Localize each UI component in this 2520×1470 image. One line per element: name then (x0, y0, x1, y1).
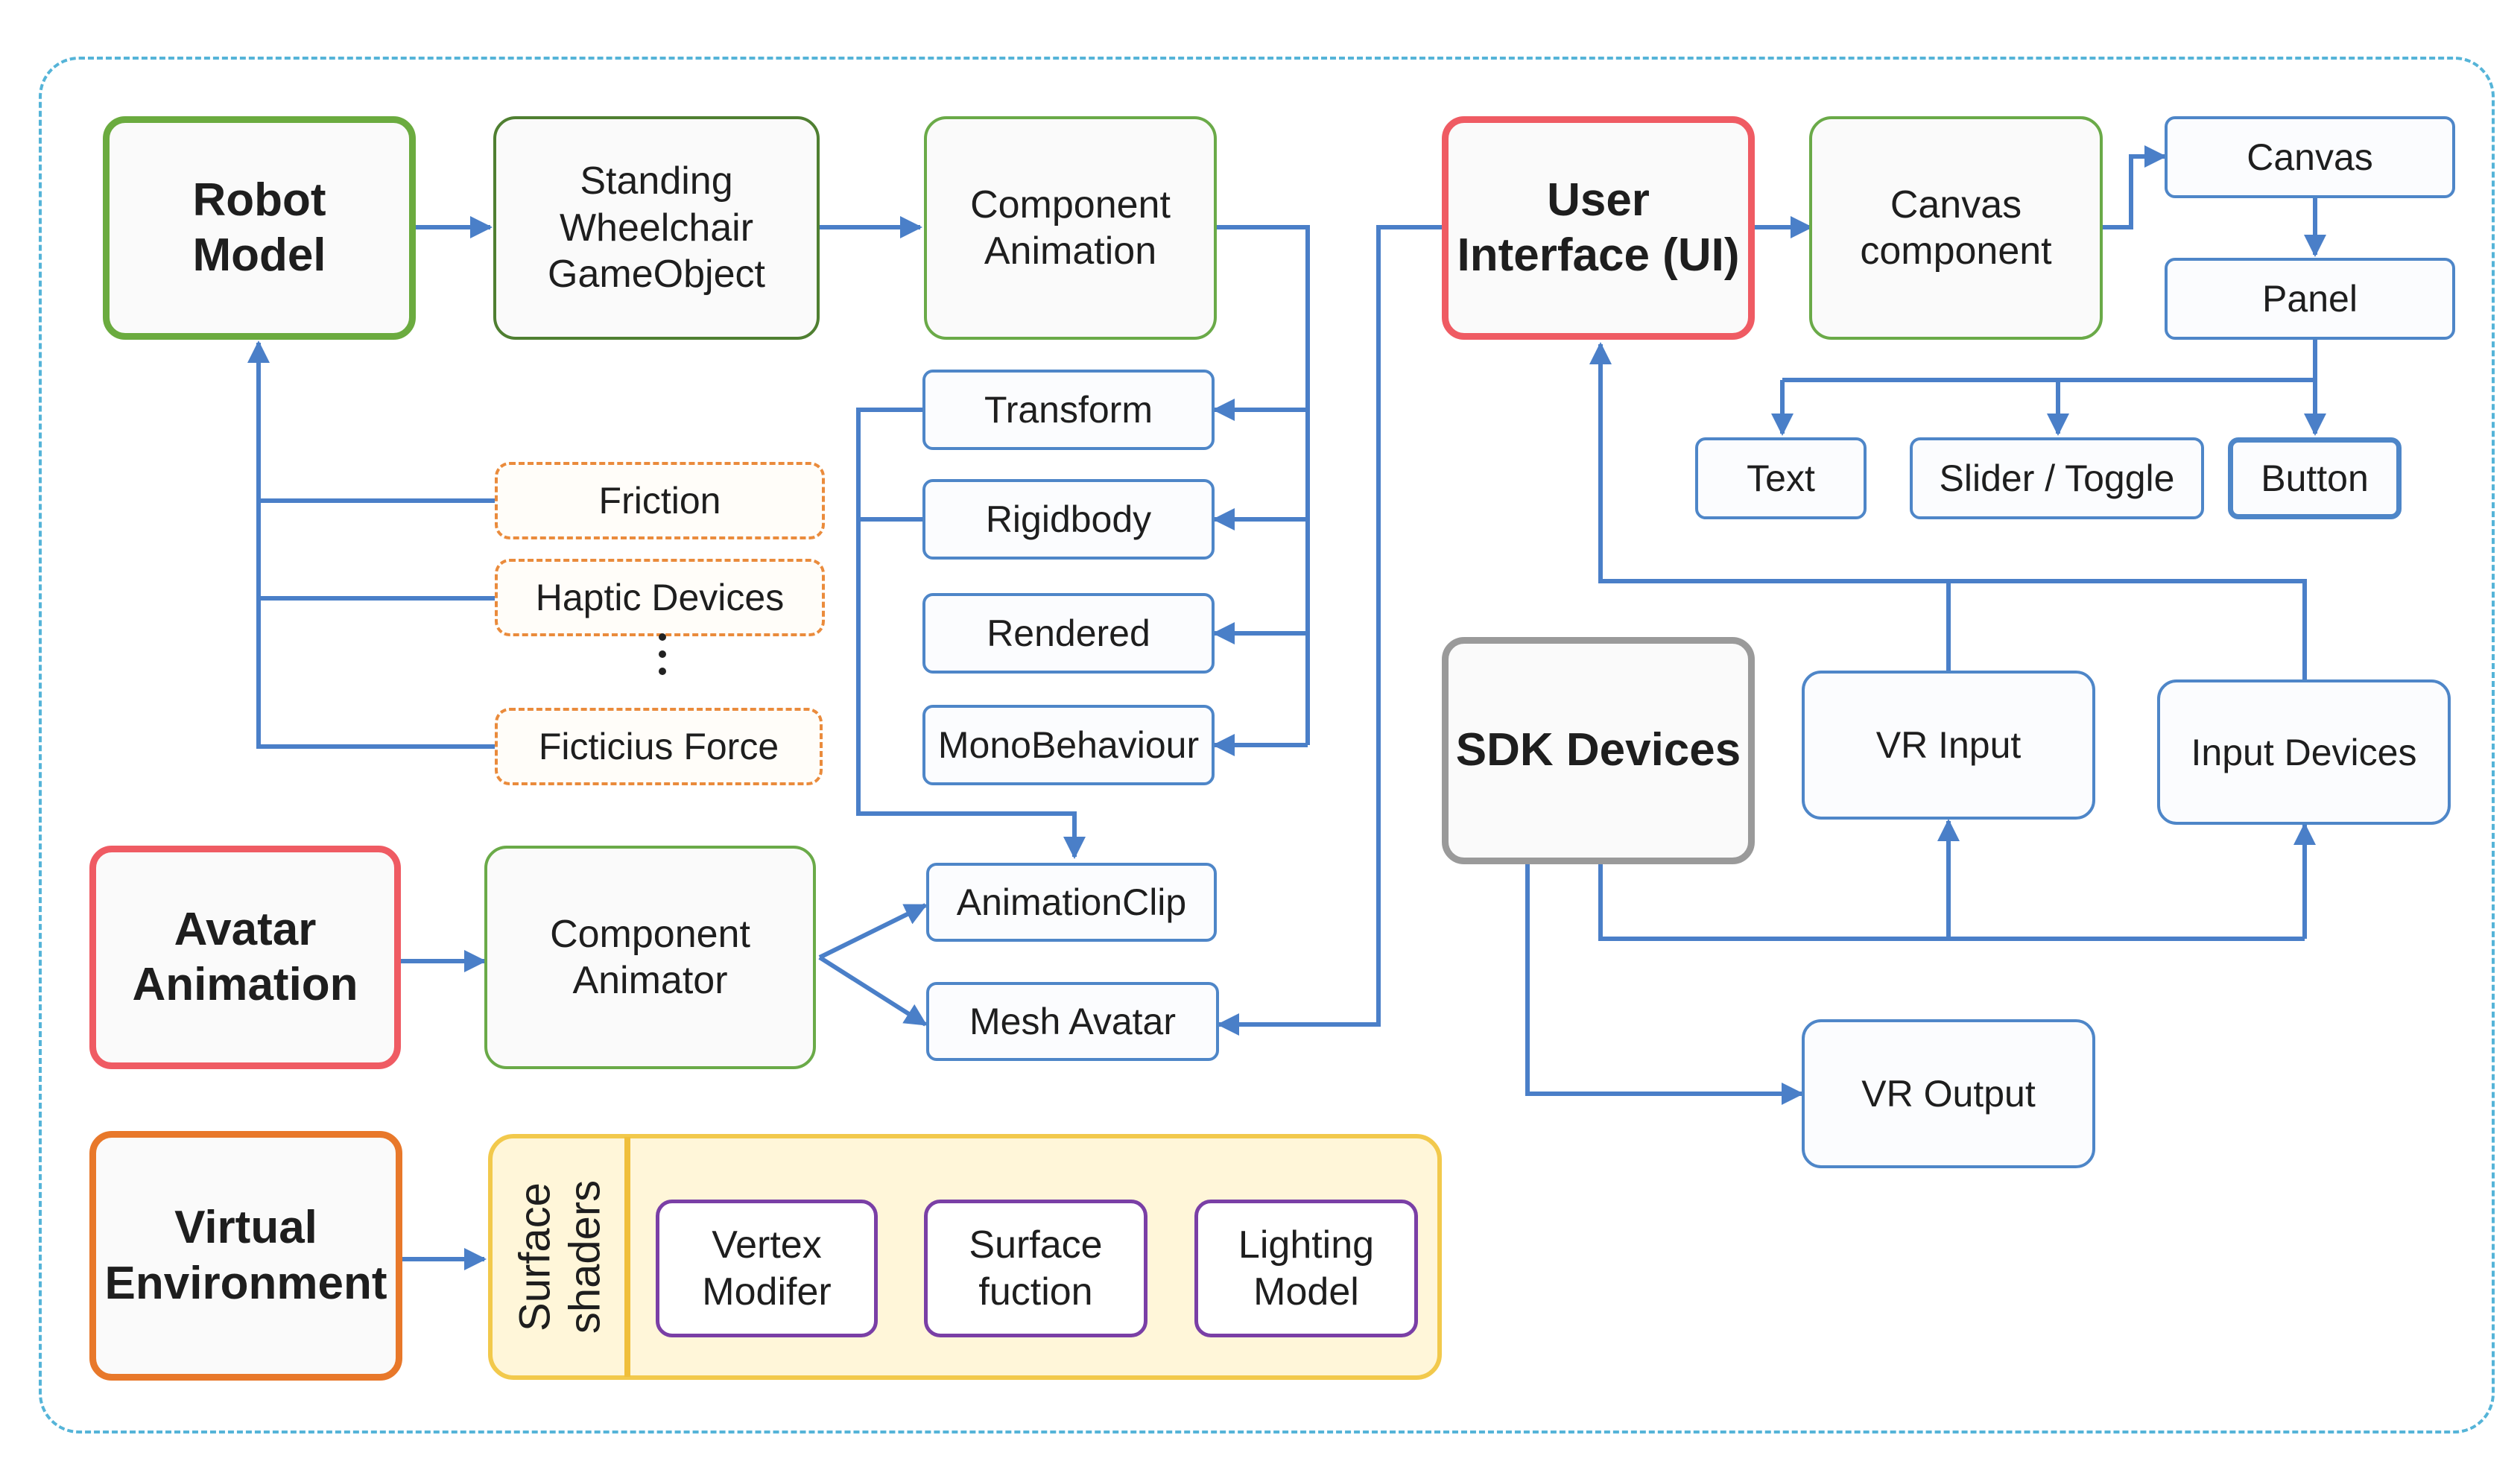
rendered-node: Rendered (922, 593, 1215, 674)
vertex-modifier-node: Vertex Modifer (656, 1200, 878, 1337)
ellipsis-icon (659, 633, 666, 685)
bus-component-animation (1215, 225, 1310, 745)
link-transform-animationclip (856, 408, 1086, 859)
surface-function-node: Surface fuction (924, 1200, 1147, 1337)
mesh-avatar-node: Mesh Avatar (926, 982, 1219, 1061)
link-ui-to-mesh-avatar (1217, 225, 1446, 1036)
link-inputs-to-ui (1946, 579, 2307, 679)
wheelchair-node: Standing Wheelchair GameObject (493, 116, 820, 340)
lighting-model-node: Lighting Model (1194, 1200, 1418, 1337)
vr-output-node: VR Output (1802, 1019, 2095, 1168)
input-devices-node: Input Devices (2157, 679, 2451, 825)
monobehaviour-node: MonoBehaviour (922, 705, 1215, 785)
link-ficticius-force-to-robot (247, 340, 496, 749)
component-animator-node: Component Animator (484, 846, 816, 1069)
text-node: Text (1695, 437, 1867, 519)
sdk-devices-node: SDK Devices (1442, 637, 1755, 864)
panel-node: Panel (2165, 258, 2455, 340)
animationclip-node: AnimationClip (926, 863, 1217, 942)
virtual-environment-node: Virtual Environment (89, 1131, 402, 1381)
avatar-animation-node: Avatar Animation (89, 846, 401, 1069)
transform-node: Transform (922, 370, 1215, 450)
user-interface-node: User Interface (UI) (1442, 116, 1755, 340)
canvas-component-node: Canvas component (1809, 116, 2103, 340)
rigidbody-node: Rigidbody (922, 479, 1215, 560)
surface-shaders-divider (624, 1137, 630, 1377)
robot-model-node: Robot Model (103, 116, 416, 340)
component-animation-node: Component Animation (924, 116, 1217, 340)
arrow-animator-to-mesh-avatar (818, 955, 928, 1027)
haptic-devices-node: Haptic Devices (495, 559, 825, 636)
vr-input-node: VR Input (1802, 671, 2095, 820)
link-sdk-to-inputs (1598, 864, 2305, 941)
slider-toggle-node: Slider / Toggle (1910, 437, 2204, 519)
ficticius-force-node: Ficticius Force (495, 708, 823, 785)
arrow-animator-to-animationclip (818, 903, 928, 960)
friction-node: Friction (495, 462, 825, 539)
surface-shaders-label: Surface shaders (510, 1179, 609, 1334)
arrow-canvas-component-to-canvas (2103, 145, 2167, 229)
bus-panel-children (1782, 339, 2317, 382)
arrow-sdk-to-vr-output (1525, 864, 1804, 1105)
arrow-inputs-to-ui (1589, 342, 1948, 583)
diagram-frame (39, 57, 2495, 1433)
canvas-node: Canvas (2165, 116, 2455, 198)
button-node: Button (2228, 437, 2402, 519)
